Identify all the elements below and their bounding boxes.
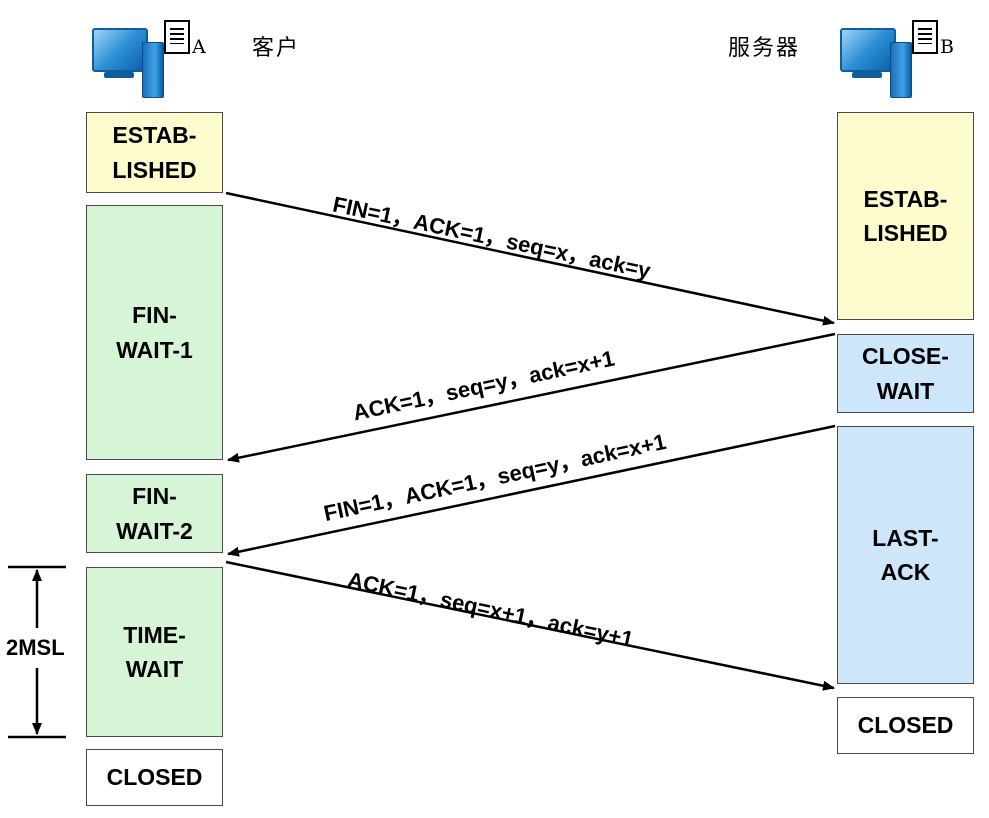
client-letter: A bbox=[192, 36, 206, 58]
server-state-established: ESTAB- LISHED bbox=[837, 112, 974, 320]
client-monitor-stand-icon bbox=[104, 72, 134, 78]
client-state-time-wait: TIME- WAIT bbox=[86, 567, 223, 737]
client-state-fin-wait-2: FIN- WAIT-2 bbox=[86, 474, 223, 553]
server-host: B bbox=[840, 14, 980, 104]
arrow-fin-b-to-a bbox=[227, 424, 836, 557]
server-state-closed: CLOSED bbox=[837, 697, 974, 754]
server-monitor-stand-icon bbox=[852, 72, 882, 78]
client-state-established: ESTAB- LISHED bbox=[86, 112, 223, 193]
client-state-fin-wait-1: FIN- WAIT-1 bbox=[86, 205, 223, 460]
server-letter: B bbox=[940, 36, 954, 58]
server-state-last-ack: LAST- ACK bbox=[837, 426, 974, 684]
client-host: A bbox=[92, 14, 272, 104]
client-label: 客户 bbox=[252, 36, 301, 61]
server-state-close-wait: CLOSE- WAIT bbox=[837, 334, 974, 413]
client-state-closed: CLOSED bbox=[86, 749, 223, 806]
client-monitor-icon bbox=[92, 28, 148, 72]
client-document-icon bbox=[164, 20, 190, 54]
arrow-fin-a-to-b bbox=[225, 191, 835, 326]
arrow-ack-b-to-a bbox=[227, 332, 836, 463]
server-tower-icon bbox=[890, 42, 912, 98]
server-label: 服务器 bbox=[728, 36, 801, 61]
client-tower-icon bbox=[142, 42, 164, 98]
server-document-icon bbox=[912, 20, 938, 54]
timer-label: 2MSL bbox=[6, 635, 65, 660]
arrow-ack-a-to-b bbox=[225, 560, 835, 691]
